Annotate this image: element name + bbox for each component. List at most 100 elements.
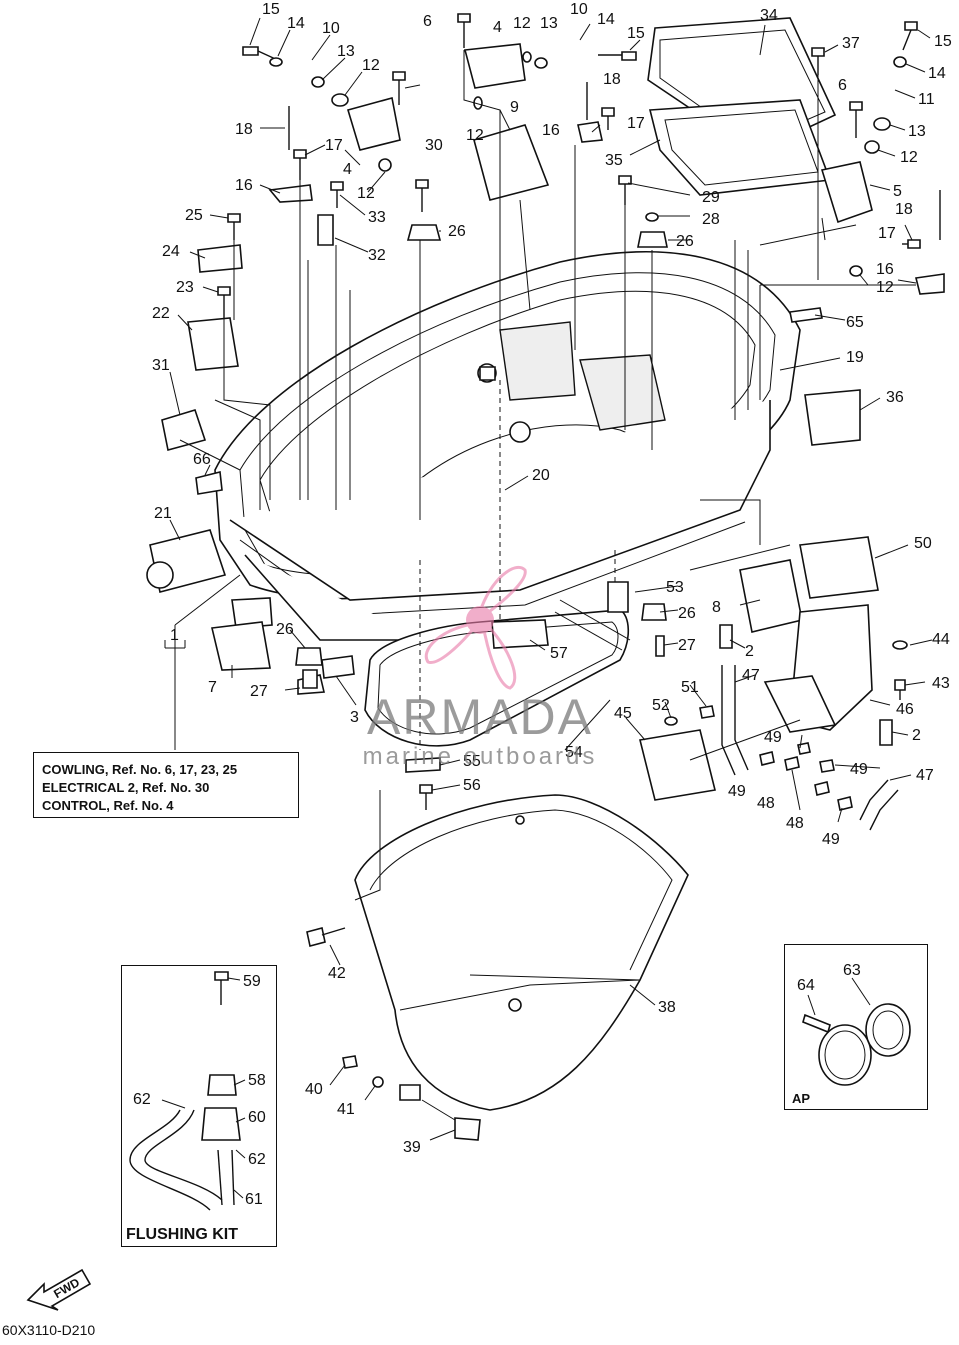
callout: 41 xyxy=(337,1101,355,1118)
watermark: ARMADA marine outboards xyxy=(330,690,630,770)
callout: 24 xyxy=(162,243,180,260)
callout: 17 xyxy=(325,137,343,154)
callout: 12 xyxy=(357,185,375,202)
callout: 65 xyxy=(846,314,864,331)
callout: 29 xyxy=(702,189,720,206)
callout: 12 xyxy=(513,15,531,32)
propeller-logo-icon xyxy=(424,566,527,690)
callout: 18 xyxy=(603,71,621,88)
callout: 47 xyxy=(916,767,934,784)
flushing-kit-inset xyxy=(121,965,277,1247)
callout: 27 xyxy=(250,683,268,700)
callout: 45 xyxy=(614,705,632,722)
callout: 56 xyxy=(463,777,481,794)
callout: 10 xyxy=(570,1,588,18)
callout: 12 xyxy=(876,279,894,296)
callout: 8 xyxy=(712,599,721,616)
callout: 12 xyxy=(900,149,918,166)
callout: 57 xyxy=(550,645,568,662)
callout: 42 xyxy=(328,965,346,982)
callout: 55 xyxy=(463,753,481,770)
fwd-arrow-icon: FWD xyxy=(24,1262,94,1312)
callout: 12 xyxy=(362,57,380,74)
callout: 36 xyxy=(886,389,904,406)
ap-inset xyxy=(784,944,928,1110)
leader-lines xyxy=(161,17,933,1199)
callout: 3 xyxy=(350,709,359,726)
callout: 6 xyxy=(838,77,847,94)
note-line: CONTROL, Ref. No. 4 xyxy=(42,798,174,813)
callout: 26 xyxy=(276,621,294,638)
callout: 49 xyxy=(850,761,868,778)
callout: 14 xyxy=(597,11,615,28)
callout: 47 xyxy=(742,667,760,684)
callout: 54 xyxy=(565,744,583,761)
callout: 49 xyxy=(822,831,840,848)
flushing-kit-label: FLUSHING KIT xyxy=(126,1226,238,1243)
callout: 14 xyxy=(928,65,946,82)
callout: 13 xyxy=(337,43,355,60)
callout: 18 xyxy=(895,201,913,218)
callout: 12 xyxy=(466,127,484,144)
callout: 2 xyxy=(745,643,754,660)
callout: 26 xyxy=(678,605,696,622)
callout: 17 xyxy=(627,115,645,132)
callout: 32 xyxy=(368,247,386,264)
callout: 21 xyxy=(154,505,172,522)
callout: 22 xyxy=(152,305,170,322)
callout: 48 xyxy=(757,795,775,812)
assembly-lines xyxy=(164,50,916,1121)
top-cover-plate xyxy=(647,17,837,196)
callout: 26 xyxy=(448,223,466,240)
callout: 15 xyxy=(627,25,645,42)
callout: 62 xyxy=(248,1151,266,1168)
ap-label: AP xyxy=(792,1091,811,1106)
callout: 50 xyxy=(914,535,932,552)
callout: 7 xyxy=(208,679,217,696)
callout: 13 xyxy=(908,123,926,140)
callout: 51 xyxy=(681,679,699,696)
callout: 43 xyxy=(932,675,950,692)
callout: 40 xyxy=(305,1081,323,1098)
callout: 1 xyxy=(170,627,179,644)
callout: 14 xyxy=(287,15,305,32)
callout: 15 xyxy=(262,1,280,18)
callout: 35 xyxy=(605,152,623,169)
callout: 49 xyxy=(764,729,782,746)
callout: 4 xyxy=(493,19,502,36)
callout: 48 xyxy=(786,815,804,832)
small-parts xyxy=(129,13,945,1211)
callout: 4 xyxy=(343,161,352,178)
callout: 44 xyxy=(932,631,950,648)
callout: 18 xyxy=(235,121,253,138)
callout-numbers: 15 14 10 13 12 6 4 12 13 10 14 15 34 37 … xyxy=(133,1,952,1208)
callout: 23 xyxy=(176,279,194,296)
callout: 62 xyxy=(133,1091,151,1108)
callout: 61 xyxy=(245,1191,263,1208)
callout: 49 xyxy=(728,783,746,800)
note-line: COWLING, Ref. No. 6, 17, 23, 25 xyxy=(42,762,238,777)
callout: 11 xyxy=(918,91,935,108)
callout: 16 xyxy=(235,177,253,194)
note-line: ELECTRICAL 2, Ref. No. 30 xyxy=(42,780,210,795)
watermark-tagline: marine outboards xyxy=(362,743,598,770)
callout: 10 xyxy=(322,20,340,37)
callout: 38 xyxy=(658,999,676,1016)
callout: 13 xyxy=(540,15,558,32)
callout: 20 xyxy=(532,467,550,484)
callout: 17 xyxy=(878,225,896,242)
callout: 26 xyxy=(676,233,694,250)
callout: 9 xyxy=(510,99,519,116)
callout: 6 xyxy=(423,13,432,30)
callout: 37 xyxy=(842,35,860,52)
callout: 15 xyxy=(934,33,952,50)
callout: 39 xyxy=(403,1139,421,1156)
callout: 19 xyxy=(846,349,864,366)
callout: 31 xyxy=(152,357,170,374)
callout: 5 xyxy=(893,183,902,200)
callout: 58 xyxy=(248,1072,266,1089)
callout: 25 xyxy=(185,207,203,224)
callout: 16 xyxy=(876,261,894,278)
